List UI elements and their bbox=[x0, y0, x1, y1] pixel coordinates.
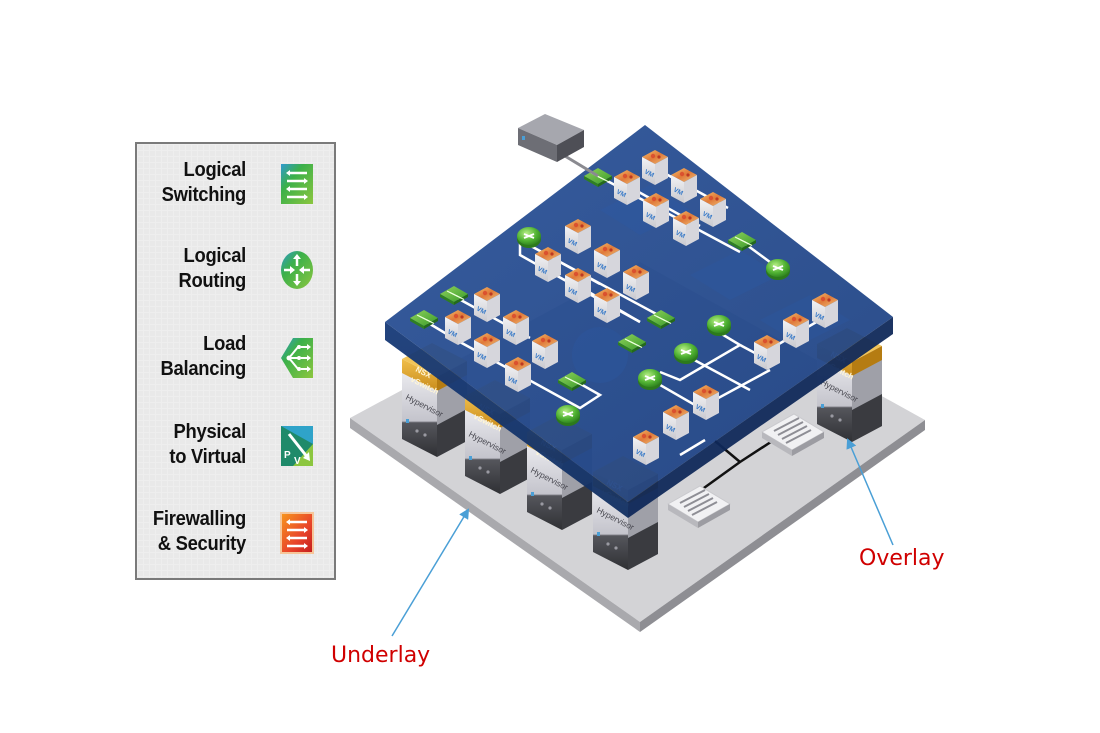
vm-icon: VM bbox=[614, 170, 640, 205]
vm-label: VM bbox=[755, 354, 767, 365]
vm-icon: VM bbox=[623, 265, 649, 300]
vm-label: VM bbox=[784, 332, 796, 343]
vm-icon: VM bbox=[565, 219, 591, 254]
legend-label: Logical Switching bbox=[161, 159, 247, 206]
logical-link bbox=[684, 353, 751, 392]
legend-item-physical-to-virtual: Physical to Virtual P V bbox=[137, 412, 334, 472]
legend-item-load-balancing: Load Balancing bbox=[137, 324, 334, 384]
vm-icon: VM bbox=[594, 243, 620, 278]
vm-label: VM bbox=[566, 287, 578, 298]
vm-label: VM bbox=[644, 212, 656, 223]
legend-label: Physical to Virtual bbox=[169, 421, 246, 468]
vm-icon: VM bbox=[754, 335, 780, 370]
vm-label: VM bbox=[446, 329, 458, 340]
legend-item-logical-routing: Logical Routing bbox=[137, 236, 334, 296]
logical-switch-node bbox=[647, 310, 675, 329]
vm-icon: VM bbox=[532, 334, 558, 369]
vm-icon: VM bbox=[474, 287, 500, 322]
svg-text:P: P bbox=[284, 450, 291, 461]
vm-icon: VM bbox=[663, 405, 689, 440]
vm-icon: VM bbox=[673, 211, 699, 246]
vm-label: VM bbox=[595, 262, 607, 273]
vm-label: VM bbox=[672, 187, 684, 198]
vm-icon: VM bbox=[671, 168, 697, 203]
logical-router-node bbox=[638, 369, 662, 390]
legend-item-logical-switching: Logical Switching bbox=[137, 150, 334, 210]
vm-icon: VM bbox=[594, 288, 620, 323]
vm-label: VM bbox=[504, 329, 516, 340]
vm-label: VM bbox=[475, 306, 487, 317]
vm-label: VM bbox=[624, 284, 636, 295]
vm-label: VM bbox=[506, 376, 518, 387]
callout-arrows bbox=[391, 438, 894, 637]
underlay-arrow bbox=[391, 508, 470, 637]
vm-icon: VM bbox=[643, 193, 669, 228]
physical-switch-2 bbox=[761, 413, 825, 456]
vm-label: VM bbox=[664, 424, 676, 435]
vm-icon: VM bbox=[642, 150, 668, 185]
vm-label: VM bbox=[536, 266, 548, 277]
logical-router-node bbox=[766, 259, 790, 280]
logical-switch-node bbox=[558, 372, 586, 391]
vm-label: VM bbox=[475, 352, 487, 363]
legend-label: Load Balancing bbox=[160, 333, 247, 380]
physical-to-virtual-icon: P V bbox=[281, 426, 313, 467]
physical-network bbox=[667, 413, 825, 528]
vm-label: VM bbox=[813, 312, 825, 323]
logical-link bbox=[679, 438, 706, 457]
vm-icon: VM bbox=[535, 247, 561, 282]
physical-switch-1 bbox=[667, 485, 731, 528]
overlay-label: Overlay bbox=[859, 546, 945, 571]
logical-router-node bbox=[674, 343, 698, 364]
vm-icon: VM bbox=[700, 192, 726, 227]
legend-label: Firewalling & Security bbox=[152, 508, 246, 555]
logical-router-node bbox=[556, 405, 580, 426]
underlay-label: Underlay bbox=[331, 643, 431, 668]
logical-link bbox=[659, 328, 743, 382]
logical-components: VM VM VM VM VM VM VM VM VM VM VM VM VM VM VM VM VM VM VM VM… bbox=[410, 150, 838, 465]
logical-router-icon bbox=[281, 251, 313, 289]
vm-label: VM bbox=[701, 211, 713, 222]
logical-switch-node bbox=[618, 334, 646, 353]
vm-label: VM bbox=[634, 449, 646, 460]
logical-router-node bbox=[707, 315, 731, 336]
vm-icon: VM bbox=[693, 385, 719, 420]
vm-label: VM bbox=[694, 404, 706, 415]
legend-item-firewalling-security: Firewalling & Security bbox=[137, 499, 334, 559]
vm-label: VM bbox=[595, 307, 607, 318]
vm-label: VM bbox=[674, 230, 686, 241]
vm-label: VM bbox=[643, 169, 655, 180]
logical-switch-node bbox=[440, 286, 468, 305]
firewall-icon bbox=[280, 512, 314, 554]
logical-switch-icon bbox=[281, 164, 313, 204]
overlay-arrow bbox=[846, 438, 894, 546]
vm-label: VM bbox=[566, 238, 578, 249]
vm-label: VM bbox=[533, 353, 545, 364]
vm-icon: VM bbox=[565, 268, 591, 303]
legend-panel: Logical Switching Logical Routing bbox=[135, 142, 336, 580]
vm-icon: VM bbox=[812, 293, 838, 328]
logical-switch-node bbox=[728, 232, 756, 251]
vm-icon: VM bbox=[505, 357, 531, 392]
logical-router-node bbox=[517, 227, 541, 248]
external-server bbox=[518, 114, 599, 178]
vm-icon: VM bbox=[474, 333, 500, 368]
load-balancer-icon bbox=[281, 338, 313, 378]
vm-label: VM bbox=[615, 189, 627, 200]
vm-icon: VM bbox=[633, 430, 659, 465]
vm-icon: VM bbox=[445, 310, 471, 345]
vm-icon: VM bbox=[783, 313, 809, 348]
svg-text:V: V bbox=[294, 456, 301, 467]
vm-icon: VM bbox=[503, 310, 529, 345]
legend-label: Logical Routing bbox=[178, 245, 246, 292]
logical-switch-node bbox=[410, 310, 438, 329]
